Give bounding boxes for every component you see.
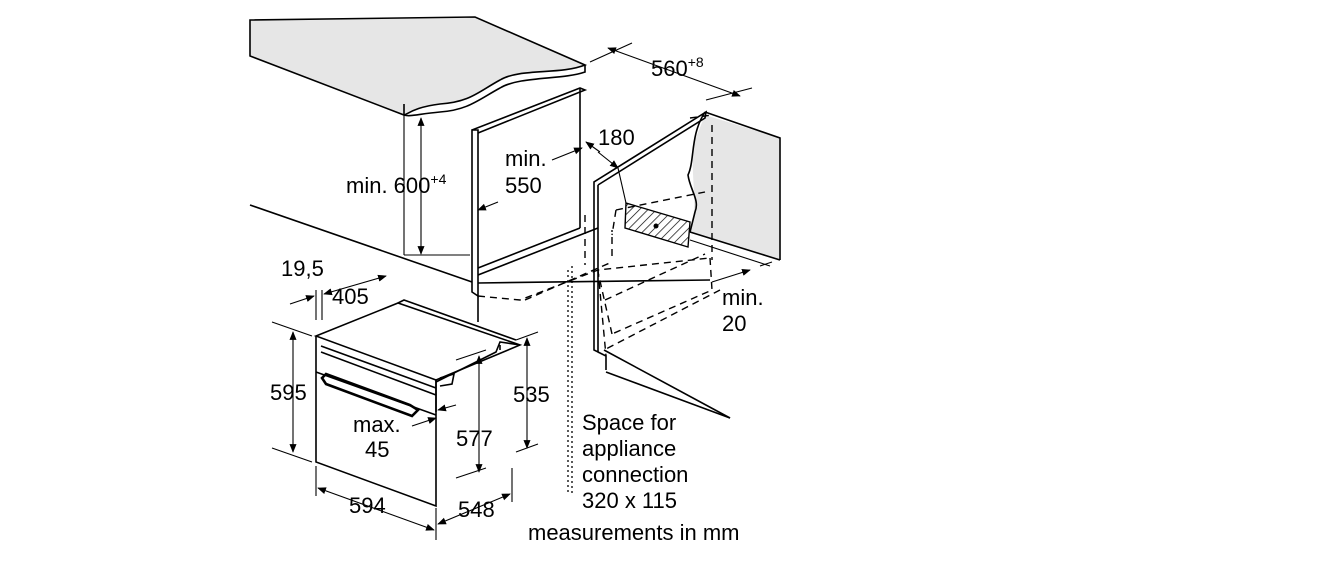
oven-top: [313, 302, 523, 381]
connection-note-line4: 320 x 115: [582, 488, 677, 513]
label-panel-thickness: 19,5: [281, 256, 324, 281]
label-body-height: 577: [456, 426, 493, 451]
label-handle-line2: 45: [365, 437, 389, 462]
cabinet-left-panel: [471, 129, 479, 298]
label-niche-width: 560+8: [651, 54, 704, 81]
cabinet: [249, 87, 731, 419]
connection-note-line1: Space for: [582, 410, 676, 435]
niche-outline: [477, 114, 721, 495]
label-total-depth: 548: [458, 497, 495, 522]
units-note: measurements in mm: [528, 520, 740, 545]
right-counter-fill: [690, 115, 780, 260]
countertop: [249, 16, 588, 117]
dimension-labels: 560+8 min. 600+4 min. 550 180 min. 20 19…: [270, 54, 764, 522]
label-gap-line1: min.: [722, 285, 764, 310]
right-counter: [687, 111, 781, 267]
label-total-height: 595: [270, 380, 307, 405]
label-front-depth: 405: [332, 284, 369, 309]
label-cable-offset: 180: [598, 125, 635, 150]
connection-note-line3: connection: [582, 462, 688, 487]
connection-note-line2: appliance: [582, 436, 676, 461]
label-handle-line1: max.: [353, 412, 401, 437]
label-niche-depth-line2: 550: [505, 173, 542, 198]
countertop-edge: [403, 65, 586, 117]
oven: [313, 299, 523, 508]
notes: Space for appliance connection 320 x 115…: [528, 410, 740, 545]
oven-handle: [320, 372, 421, 418]
label-niche-height: min. 600+4: [346, 171, 447, 198]
connection-space: [624, 202, 691, 248]
dimension-lines: [271, 42, 773, 540]
label-gap-line2: 20: [722, 311, 746, 336]
label-rear-height: 535: [513, 382, 550, 407]
label-niche-depth-line1: min.: [505, 146, 547, 171]
countertop-surface: [249, 16, 588, 116]
label-total-width: 594: [349, 493, 386, 518]
